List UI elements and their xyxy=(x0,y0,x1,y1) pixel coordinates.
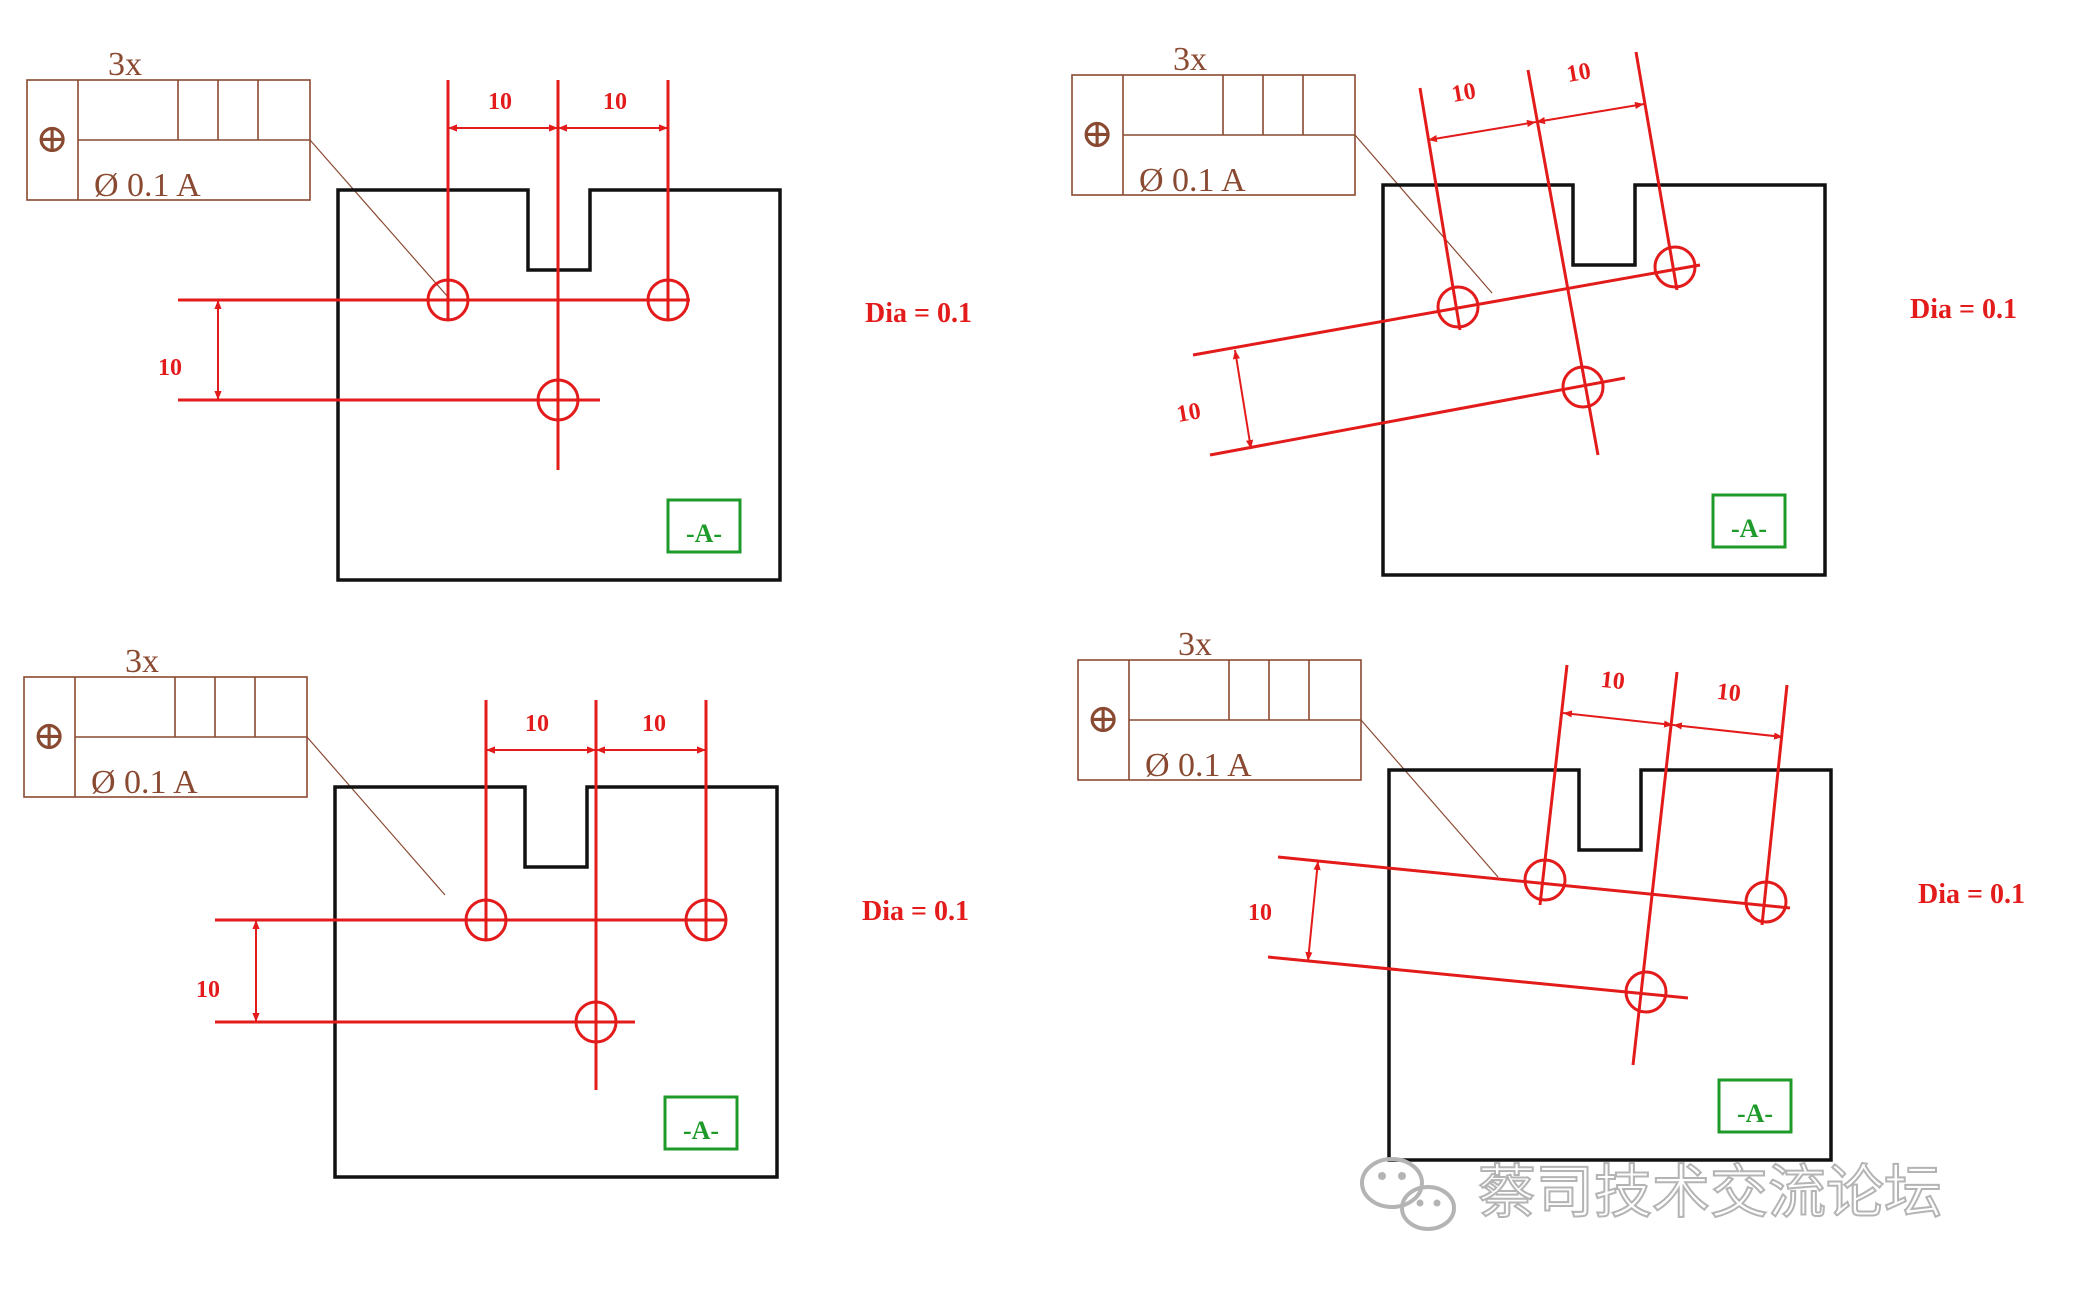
hole-3 xyxy=(536,378,580,422)
tolerance-value: Ø 0.1 A xyxy=(1145,747,1252,784)
hole-2 xyxy=(684,898,728,942)
dia-note: Dia = 0.1 xyxy=(865,298,972,329)
hole-1 xyxy=(426,278,470,322)
dim-vertical: 10 xyxy=(1175,398,1203,428)
wechat-icon xyxy=(1360,1157,1456,1231)
part-outline xyxy=(1381,183,1827,577)
dim-horizontal-2: 10 xyxy=(1715,679,1742,707)
dim-vertical: 10 xyxy=(196,977,220,1003)
position-symbol-glyph: ⊕ xyxy=(1080,111,1114,156)
multiplier-label: 3x xyxy=(1173,41,1207,78)
position-symbol-glyph: ⊕ xyxy=(35,116,69,161)
position-tolerance-icon: ⊕ xyxy=(32,713,66,758)
dim-horizontal-1: 10 xyxy=(488,89,512,115)
datum-a-label: -A- xyxy=(683,1116,719,1145)
panel-2: 3x ⊕ Ø 0.1 A 10 10 10 -A- Dia = 0.1 xyxy=(1071,41,2017,577)
dim-vertical: 10 xyxy=(158,355,182,381)
dimension-geometry xyxy=(215,700,725,1090)
part-outline xyxy=(1387,768,1833,1162)
hole-2 xyxy=(646,278,690,322)
multiplier-label: 3x xyxy=(125,643,159,680)
multiplier-label: 3x xyxy=(108,46,142,83)
leader-line xyxy=(1354,134,1493,294)
panel-1: 3x ⊕ Ø 0.1 A 10 10 10 -A- Dia = 0.1 xyxy=(26,46,972,582)
dim-horizontal-1: 10 xyxy=(1599,667,1626,695)
position-tolerance-icon: ⊕ xyxy=(1080,111,1114,156)
hole-3 xyxy=(574,1000,618,1044)
multiplier-label: 3x xyxy=(1178,626,1212,663)
hole-1 xyxy=(1523,858,1567,902)
dia-note: Dia = 0.1 xyxy=(1918,879,2025,910)
dimension-geometry xyxy=(1192,51,1701,457)
hole-3 xyxy=(1561,365,1605,409)
dim-horizontal-2: 10 xyxy=(603,89,627,115)
dimension-geometry xyxy=(178,80,690,470)
dia-note: Dia = 0.1 xyxy=(1910,294,2017,325)
part-outline xyxy=(336,188,782,582)
tolerance-value: Ø 0.1 A xyxy=(1139,162,1246,199)
hole-3 xyxy=(1624,970,1668,1014)
panel-4: 3x ⊕ Ø 0.1 A 10 10 10 -A- Dia = 0.1 xyxy=(1077,626,2025,1162)
datum-a-box xyxy=(666,498,742,554)
tolerance-value: Ø 0.1 A xyxy=(91,764,198,801)
datum-a-label: -A- xyxy=(1737,1099,1773,1128)
leader-line xyxy=(1360,719,1499,878)
watermark: 蔡司技术交流论坛 xyxy=(1360,1157,1943,1231)
dim-horizontal-2: 10 xyxy=(642,711,666,737)
dim-horizontal-1: 10 xyxy=(1450,78,1478,108)
position-tolerance-icon: ⊕ xyxy=(1086,696,1120,741)
position-tolerance-icon: ⊕ xyxy=(35,116,69,161)
watermark-text: 蔡司技术交流论坛 xyxy=(1478,1158,1942,1226)
panel-3: 3x ⊕ Ø 0.1 A 10 10 10 -A- Dia = 0.1 xyxy=(23,643,969,1179)
hole-2 xyxy=(1744,880,1788,924)
dim-vertical: 10 xyxy=(1248,900,1272,926)
datum-a-label: -A- xyxy=(1731,514,1767,543)
position-symbol-glyph: ⊕ xyxy=(1086,696,1120,741)
dimension-geometry xyxy=(1267,664,1791,1066)
part-outline xyxy=(333,785,779,1179)
tolerance-value: Ø 0.1 A xyxy=(94,167,201,204)
datum-a-box xyxy=(1711,493,1787,549)
hole-1 xyxy=(464,898,508,942)
hole-1 xyxy=(1436,285,1480,329)
dia-note: Dia = 0.1 xyxy=(862,896,969,927)
dim-horizontal-1: 10 xyxy=(525,711,549,737)
datum-a-box xyxy=(663,1095,739,1151)
datum-a-label: -A- xyxy=(686,519,722,548)
leader-line xyxy=(309,139,449,298)
datum-a-box xyxy=(1717,1078,1793,1134)
leader-line xyxy=(306,736,446,896)
dim-horizontal-2: 10 xyxy=(1565,58,1593,88)
hole-2 xyxy=(1653,245,1697,289)
position-symbol-glyph: ⊕ xyxy=(32,713,66,758)
